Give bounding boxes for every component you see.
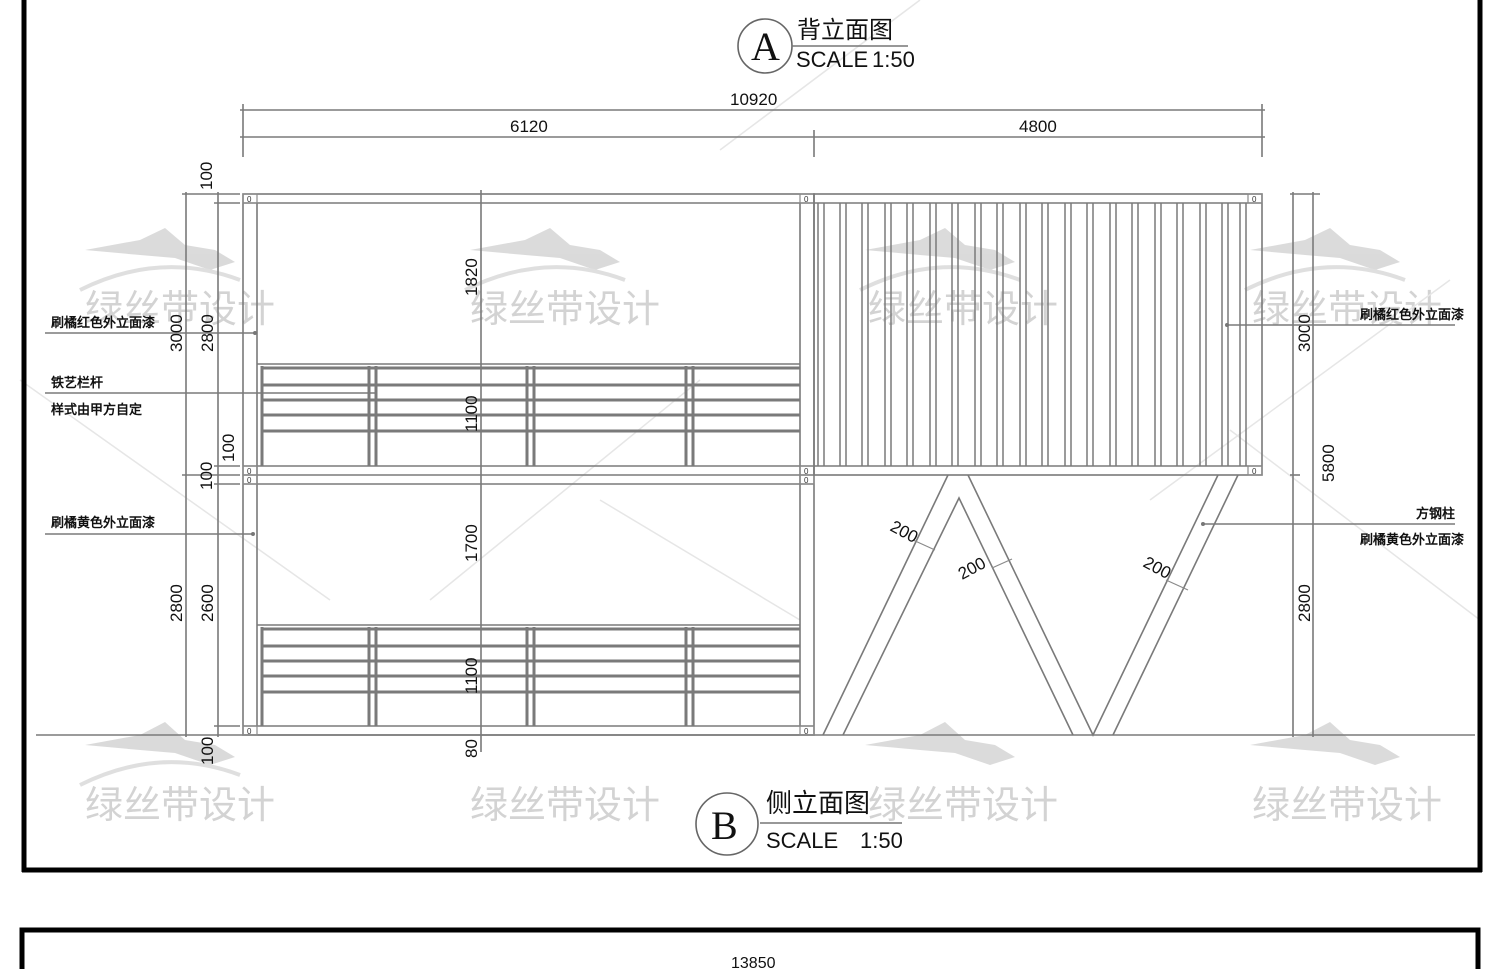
note-left-red-paint: 刷橘红色外立面漆 [51, 315, 155, 331]
watermark-text: 绿丝带设计 [1252, 783, 1442, 827]
watermark-logo-icon [1250, 722, 1400, 765]
dim-left-100-top: 100 [197, 162, 216, 190]
dim-base-80: 80 [462, 739, 481, 758]
view-b-title-block: B 侧立面图 SCALE 1:50 [695, 789, 903, 856]
note-steel-column: 方钢柱 [1416, 506, 1455, 522]
steel-braces: 200 200 200 [822, 474, 1239, 737]
lower-railing [257, 624, 800, 726]
corrugated-panel [817, 203, 1247, 466]
view-b-scale-label: SCALE [766, 828, 838, 853]
upper-railing [257, 363, 800, 466]
watermark-text: 绿丝带设计 [470, 287, 660, 331]
node-mark: 0 [804, 195, 809, 204]
node-mark: 0 [804, 476, 809, 485]
watermark-logo-icon [859, 228, 1021, 292]
watermark-text: 绿丝带设计 [470, 783, 660, 827]
note-right-yellow-paint: 刷橘黄色外立面漆 [1360, 532, 1464, 548]
right-module-container: 0 0 [813, 193, 1263, 476]
node-mark: 0 [247, 476, 252, 485]
view-b-letter: B [711, 803, 738, 848]
right-annotations: 刷橘红色外立面漆 方钢柱 刷橘黄色外立面漆 [1201, 307, 1464, 548]
dim-lower-panel: 1700 [462, 524, 481, 562]
note-railing-line2: 样式由甲方自定 [51, 402, 142, 418]
next-sheet-width-label: 13850 [731, 955, 776, 969]
dim-right-3000: 3000 [1295, 314, 1314, 352]
next-sheet-frame [19, 927, 1481, 969]
node-mark: 0 [804, 727, 809, 736]
note-left-yellow-paint: 刷橘黄色外立面漆 [51, 515, 155, 531]
dim-overall-width: 10920 [730, 90, 777, 109]
left-annotations: 刷橘红色外立面漆 铁艺栏杆 样式由甲方自定 刷橘黄色外立面漆 [45, 315, 375, 536]
watermark-logo-icon [464, 228, 626, 292]
dim-lower-rail: 1100 [462, 657, 481, 694]
view-a-scale-label: SCALE [796, 47, 868, 72]
dim-left-100-mid-b: 100 [197, 462, 216, 490]
view-a-title: 背立面图 [797, 16, 893, 44]
watermark-logo-icon [865, 722, 1015, 765]
dim-left-2600: 2600 [198, 584, 217, 622]
left-module: 0 0 0 0 0 0 0 0 [242, 190, 815, 758]
note-right-red-paint: 刷橘红色外立面漆 [1360, 307, 1464, 323]
view-a-title-block: A 背立面图 SCALE 1:50 [737, 16, 915, 74]
watermark-logo-icon [1244, 228, 1406, 292]
dim-left-100-bottom: 100 [198, 737, 217, 765]
watermark-text: 绿丝带设计 [868, 287, 1058, 331]
dim-left-2800-bottom: 2800 [167, 584, 186, 622]
dim-right-width: 4800 [1019, 117, 1057, 136]
note-railing-line1: 铁艺栏杆 [50, 375, 103, 391]
view-b-title: 侧立面图 [766, 789, 870, 819]
view-a-scale-value: 1:50 [872, 47, 915, 72]
watermark-logo-icon [79, 228, 241, 292]
dim-upper-panel: 1820 [462, 258, 481, 296]
watermark-logo-icon [79, 722, 241, 787]
node-mark: 0 [1252, 195, 1257, 204]
node-mark: 0 [804, 467, 809, 476]
right-dimensions: 3000 5800 2800 [1290, 192, 1338, 737]
watermark-text: 绿丝带设计 [868, 783, 1058, 827]
watermark-text: 绿丝带设计 [85, 783, 275, 827]
dim-right-5800: 5800 [1319, 444, 1338, 482]
view-b-scale-value: 1:50 [860, 828, 903, 853]
node-mark: 0 [247, 195, 252, 204]
dim-upper-rail: 1100 [462, 395, 481, 432]
dim-left-100-mid-a: 100 [219, 434, 238, 462]
dim-right-2800: 2800 [1295, 584, 1314, 622]
node-mark: 0 [247, 727, 252, 736]
node-mark: 0 [1252, 467, 1257, 476]
dim-brace-b: 200 [955, 553, 989, 583]
top-dimensions: 10920 6120 4800 [240, 90, 1265, 157]
view-a-letter: A [751, 24, 780, 69]
view-b-badge [695, 792, 759, 856]
dim-left-width: 6120 [510, 117, 548, 136]
node-mark: 0 [247, 467, 252, 476]
